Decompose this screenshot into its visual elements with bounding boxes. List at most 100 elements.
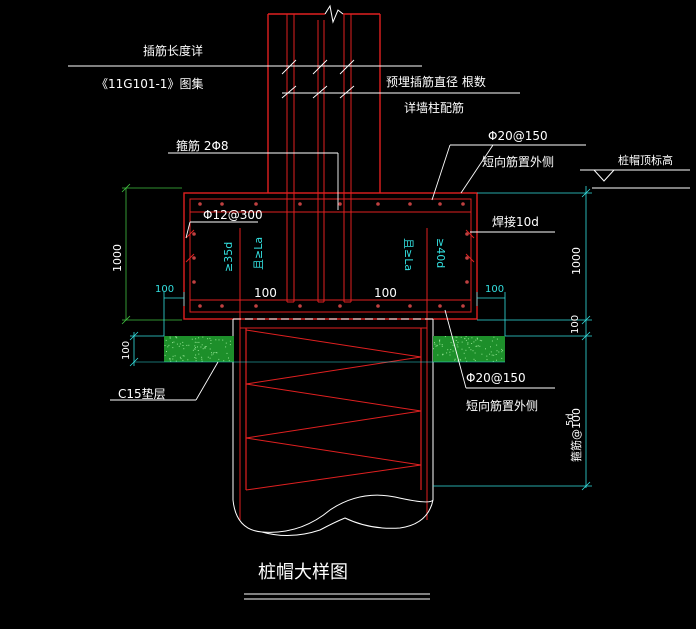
cushion-speckle [172,347,174,349]
cushion-speckle [461,348,463,350]
cushion-speckle [476,337,478,339]
rebar-section-dot [254,304,258,308]
edge-right-dim: 100 [485,284,504,295]
cushion-speckle [178,345,180,347]
cushion-speckle [496,359,497,361]
anchor-length-note-1: 插筋长度详 [143,43,203,58]
cushion-speckle [481,353,483,355]
cushion-speckle [211,352,212,354]
column-rebars [286,14,352,303]
cushion-speckle [481,340,483,342]
rebar-section-dot [408,202,412,206]
cushion-speckle [498,351,500,353]
cushion-speckle [479,345,481,347]
cushion-speckle [179,356,181,358]
cushion-speckle [213,352,215,353]
cushion-speckle [229,340,231,342]
cushion-speckle [165,339,167,341]
cushion-speckle [467,343,469,345]
cushion-speckle [174,355,176,357]
cushion-speckle [228,357,229,359]
cushion-speckle [164,354,166,356]
cushion-speckle [457,341,459,343]
cushion-speckle [485,348,486,350]
cushion-speckle [194,341,196,343]
cushion-speckle [459,359,461,361]
cushion-speckle [201,356,203,358]
rebar-section-dot [408,304,412,308]
dim-5d: 5d [565,413,576,426]
cushion-speckle [449,351,451,353]
spiral-stirrup-label: 箍筋@100 [569,408,583,462]
cap-top-level-label: 桩帽顶标高 [618,153,673,167]
cushion-speckle [467,338,469,340]
rebar-section-dot [220,202,224,206]
rebar-section-dot [461,202,465,206]
cushion-speckle [491,354,493,356]
cushion-speckle [496,338,498,340]
cushion-speckle [200,346,202,348]
cushion-speckle [198,341,200,343]
cushion-speckle [195,354,197,356]
cushion-speckle [466,360,468,362]
anchor-la-left-label: 且≥La [252,237,265,270]
cushion-speckle [492,360,494,362]
cushion-speckle [464,338,466,340]
cushion-speckle [439,343,441,345]
cushion-speckle [183,355,185,357]
cushion-speckle [468,347,470,349]
cushion-speckle [194,348,196,350]
rebar-section-dot [192,256,196,260]
cushion-speckle [473,358,475,360]
cushion-speckle [477,338,478,340]
cushion-speckle [204,346,206,348]
rebar-section-dot [438,202,442,206]
anchor-40d-label: ≥40d [434,238,447,268]
cushion-speckle [201,344,203,346]
cushion-speckle [442,353,444,355]
cushion-speckle [191,338,193,340]
cushion-speckle [172,342,173,344]
cushion-speckle [175,360,177,362]
cushion-speckle [493,354,495,356]
cushion-speckle [493,336,495,338]
cushion-speckle [172,358,174,360]
cushion-speckle [471,343,473,344]
cushion-speckle [501,351,503,353]
cushion-speckle [209,357,211,359]
cushion-speckle [456,344,458,346]
cushion-speckle [441,345,443,347]
cushion-speckle [436,344,438,346]
cushion-speckle [182,359,184,361]
cushion-speckle [454,359,456,361]
cushion-speckle [476,345,478,347]
rebar-section-dot [438,304,442,308]
rebar-section-dot [465,232,469,236]
c15-cushion [134,336,505,363]
cushion-speckle [201,358,203,360]
cushion-speckle [452,350,454,352]
cushion-speckle [210,343,212,344]
cushion-speckle [439,340,440,342]
rebar-section-dot [376,304,380,308]
cushion-speckle [470,349,472,351]
cushion-speckle [215,339,217,341]
cushion-speckle [175,336,177,338]
cushion-texture [164,336,504,362]
cushion-speckle [195,357,197,359]
embedded-bars-note-2: 详墙柱配筋 [404,100,464,115]
cushion-speckle [172,355,174,357]
cushion-speckle [168,344,170,346]
weld-label: 焊接10d [492,214,539,229]
anchor-la-right-label: 且≥La [402,238,415,271]
cushion-speckle [218,339,220,341]
pile [232,318,434,536]
top-rebar-note: 短向筋置外侧 [482,154,554,169]
cushion-speckle [175,336,177,337]
bottom-rebar-spec: Φ20@150 [466,371,526,385]
rebar-section-dot [376,202,380,206]
cushion-speckle [452,344,454,346]
anchor-length-note-2: 《11G101-1》图集 [96,76,203,91]
cushion-speckle [197,350,199,351]
edge-left-dim: 100 [155,284,174,295]
